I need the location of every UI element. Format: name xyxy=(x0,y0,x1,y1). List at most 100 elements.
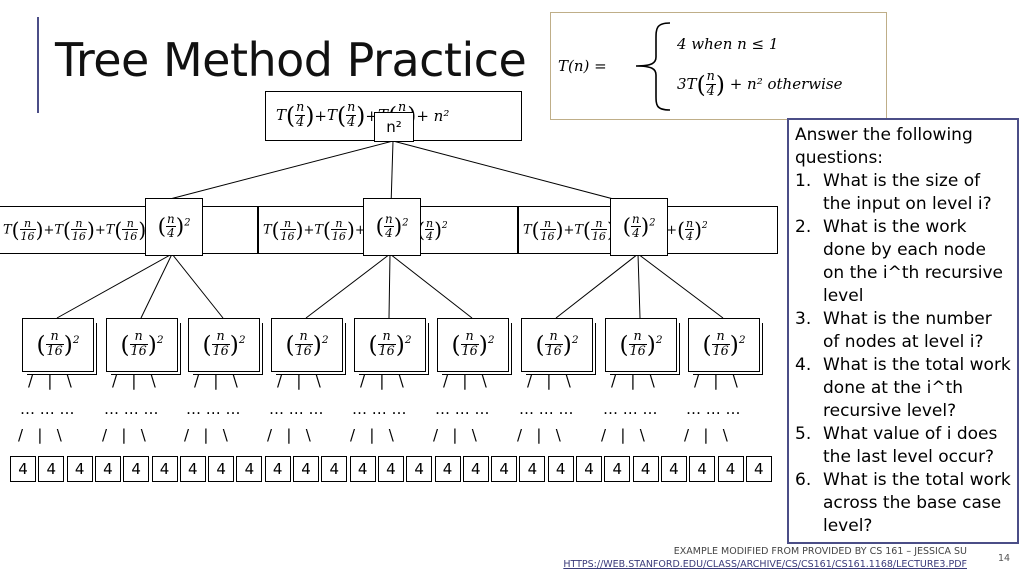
level1-term-t: T xyxy=(263,222,272,238)
question-number: 3. xyxy=(795,309,812,329)
branch-marks: / | \ xyxy=(601,426,645,444)
level1-term-frac-den: 16 xyxy=(122,229,139,243)
paren: ) xyxy=(729,331,739,359)
question-text: What is the total work across the base c… xyxy=(823,470,1011,536)
ellipsis-row: … … … xyxy=(104,400,159,418)
ellipsis-row: … … … xyxy=(435,400,490,418)
paren: ( xyxy=(368,331,378,359)
leaf-node: 4 xyxy=(123,456,150,482)
paren: ) xyxy=(312,331,322,359)
paren: ( xyxy=(157,214,167,240)
leaf-node: 4 xyxy=(66,456,93,482)
branch-marks: / | \ xyxy=(360,372,404,390)
paren: ) xyxy=(646,331,656,359)
ellipsis-row: … … … xyxy=(352,400,407,418)
branch-marks: / | \ xyxy=(684,426,728,444)
paren: ) xyxy=(694,218,702,242)
level1-term-frac-num: n xyxy=(284,216,292,230)
level2-work-frac-num: n xyxy=(382,329,391,345)
branch-marks: / | \ xyxy=(517,426,561,444)
tree-edge xyxy=(389,253,473,319)
paren: ) xyxy=(356,102,366,130)
root-term-frac-num: n xyxy=(347,100,356,116)
recurrence-lhs: T(n) = xyxy=(558,57,607,75)
ellipsis-row: … … … xyxy=(20,400,75,418)
plus-sign: + xyxy=(303,222,315,238)
tree-edge xyxy=(388,253,391,319)
paren: ) xyxy=(86,218,95,242)
question-number: 1. xyxy=(795,171,812,191)
level1-tail-frac-den: 4 xyxy=(424,229,435,243)
branch-marks: / | \ xyxy=(184,426,228,444)
recursive-case-suffix: + n² otherwise xyxy=(729,74,843,93)
questions-list: 1.What is the size of the input on level… xyxy=(795,170,1011,538)
leaf-node: 4 xyxy=(94,456,121,482)
leaf-node: 4 xyxy=(660,456,687,482)
root-term-t: T xyxy=(276,106,287,124)
leaf-node: 4 xyxy=(293,456,319,482)
level2-work-frac-num: n xyxy=(633,329,642,345)
footer-link[interactable]: HTTPS://WEB.STANFORD.EDU/CLASS/ARCHIVE/C… xyxy=(563,559,967,570)
tree-edge xyxy=(171,253,224,319)
paren: ) xyxy=(640,214,650,240)
level1-work-frac-num: n xyxy=(632,212,640,227)
title-accent-bar xyxy=(37,17,39,113)
paren: ( xyxy=(451,331,461,359)
level1-tail-frac-num: n xyxy=(685,216,694,230)
level1-term-t: T xyxy=(3,222,12,238)
question-item: 3. What is the number of nodes at level i… xyxy=(795,308,1011,354)
plus-sign: + xyxy=(94,222,106,238)
leaf-node: 4 xyxy=(236,456,263,482)
branch-marks: / | \ xyxy=(267,426,311,444)
root-term-frac-num: n xyxy=(296,100,305,116)
question-text: What is the number of nodes at level i? xyxy=(823,309,992,352)
level2-work-frac-den: 16 xyxy=(377,344,396,359)
paren: ) xyxy=(562,331,572,359)
level1-tail-frac-den: 4 xyxy=(684,229,695,243)
leaf-node: 4 xyxy=(151,456,178,482)
paren: ( xyxy=(120,331,130,359)
paren: ( xyxy=(285,331,295,359)
tree-edge xyxy=(637,253,641,319)
level2-work-exp: 2 xyxy=(655,334,663,346)
footer-credit: EXAMPLE MODIFIED FROM PROVIDED BY CS 161… xyxy=(673,546,967,557)
tree-edge xyxy=(56,253,173,319)
level2-work-frac-num: n xyxy=(50,329,59,345)
paren: ) xyxy=(138,218,147,242)
level1-work-frac-den: 4 xyxy=(384,226,394,240)
root-term-t: T xyxy=(326,106,337,124)
question-text: What value of i does the last level occu… xyxy=(823,424,998,467)
level2-work-exp: 2 xyxy=(321,334,329,346)
level1-term: T(n16) xyxy=(574,218,614,242)
paren: ( xyxy=(535,331,545,359)
paren: ( xyxy=(36,331,46,359)
level1-term-frac-den: 16 xyxy=(590,229,607,243)
paren: ) xyxy=(35,218,44,242)
level1-term-t: T xyxy=(314,222,324,238)
paren: ( xyxy=(702,331,712,359)
paren: ( xyxy=(286,102,296,130)
level2-work-exp: 2 xyxy=(738,334,746,346)
question-item: 6.What is the total work across the base… xyxy=(795,469,1011,538)
paren: ( xyxy=(417,218,425,242)
recursive-case-coef: 3T xyxy=(677,74,697,93)
tree-edge xyxy=(390,140,394,207)
